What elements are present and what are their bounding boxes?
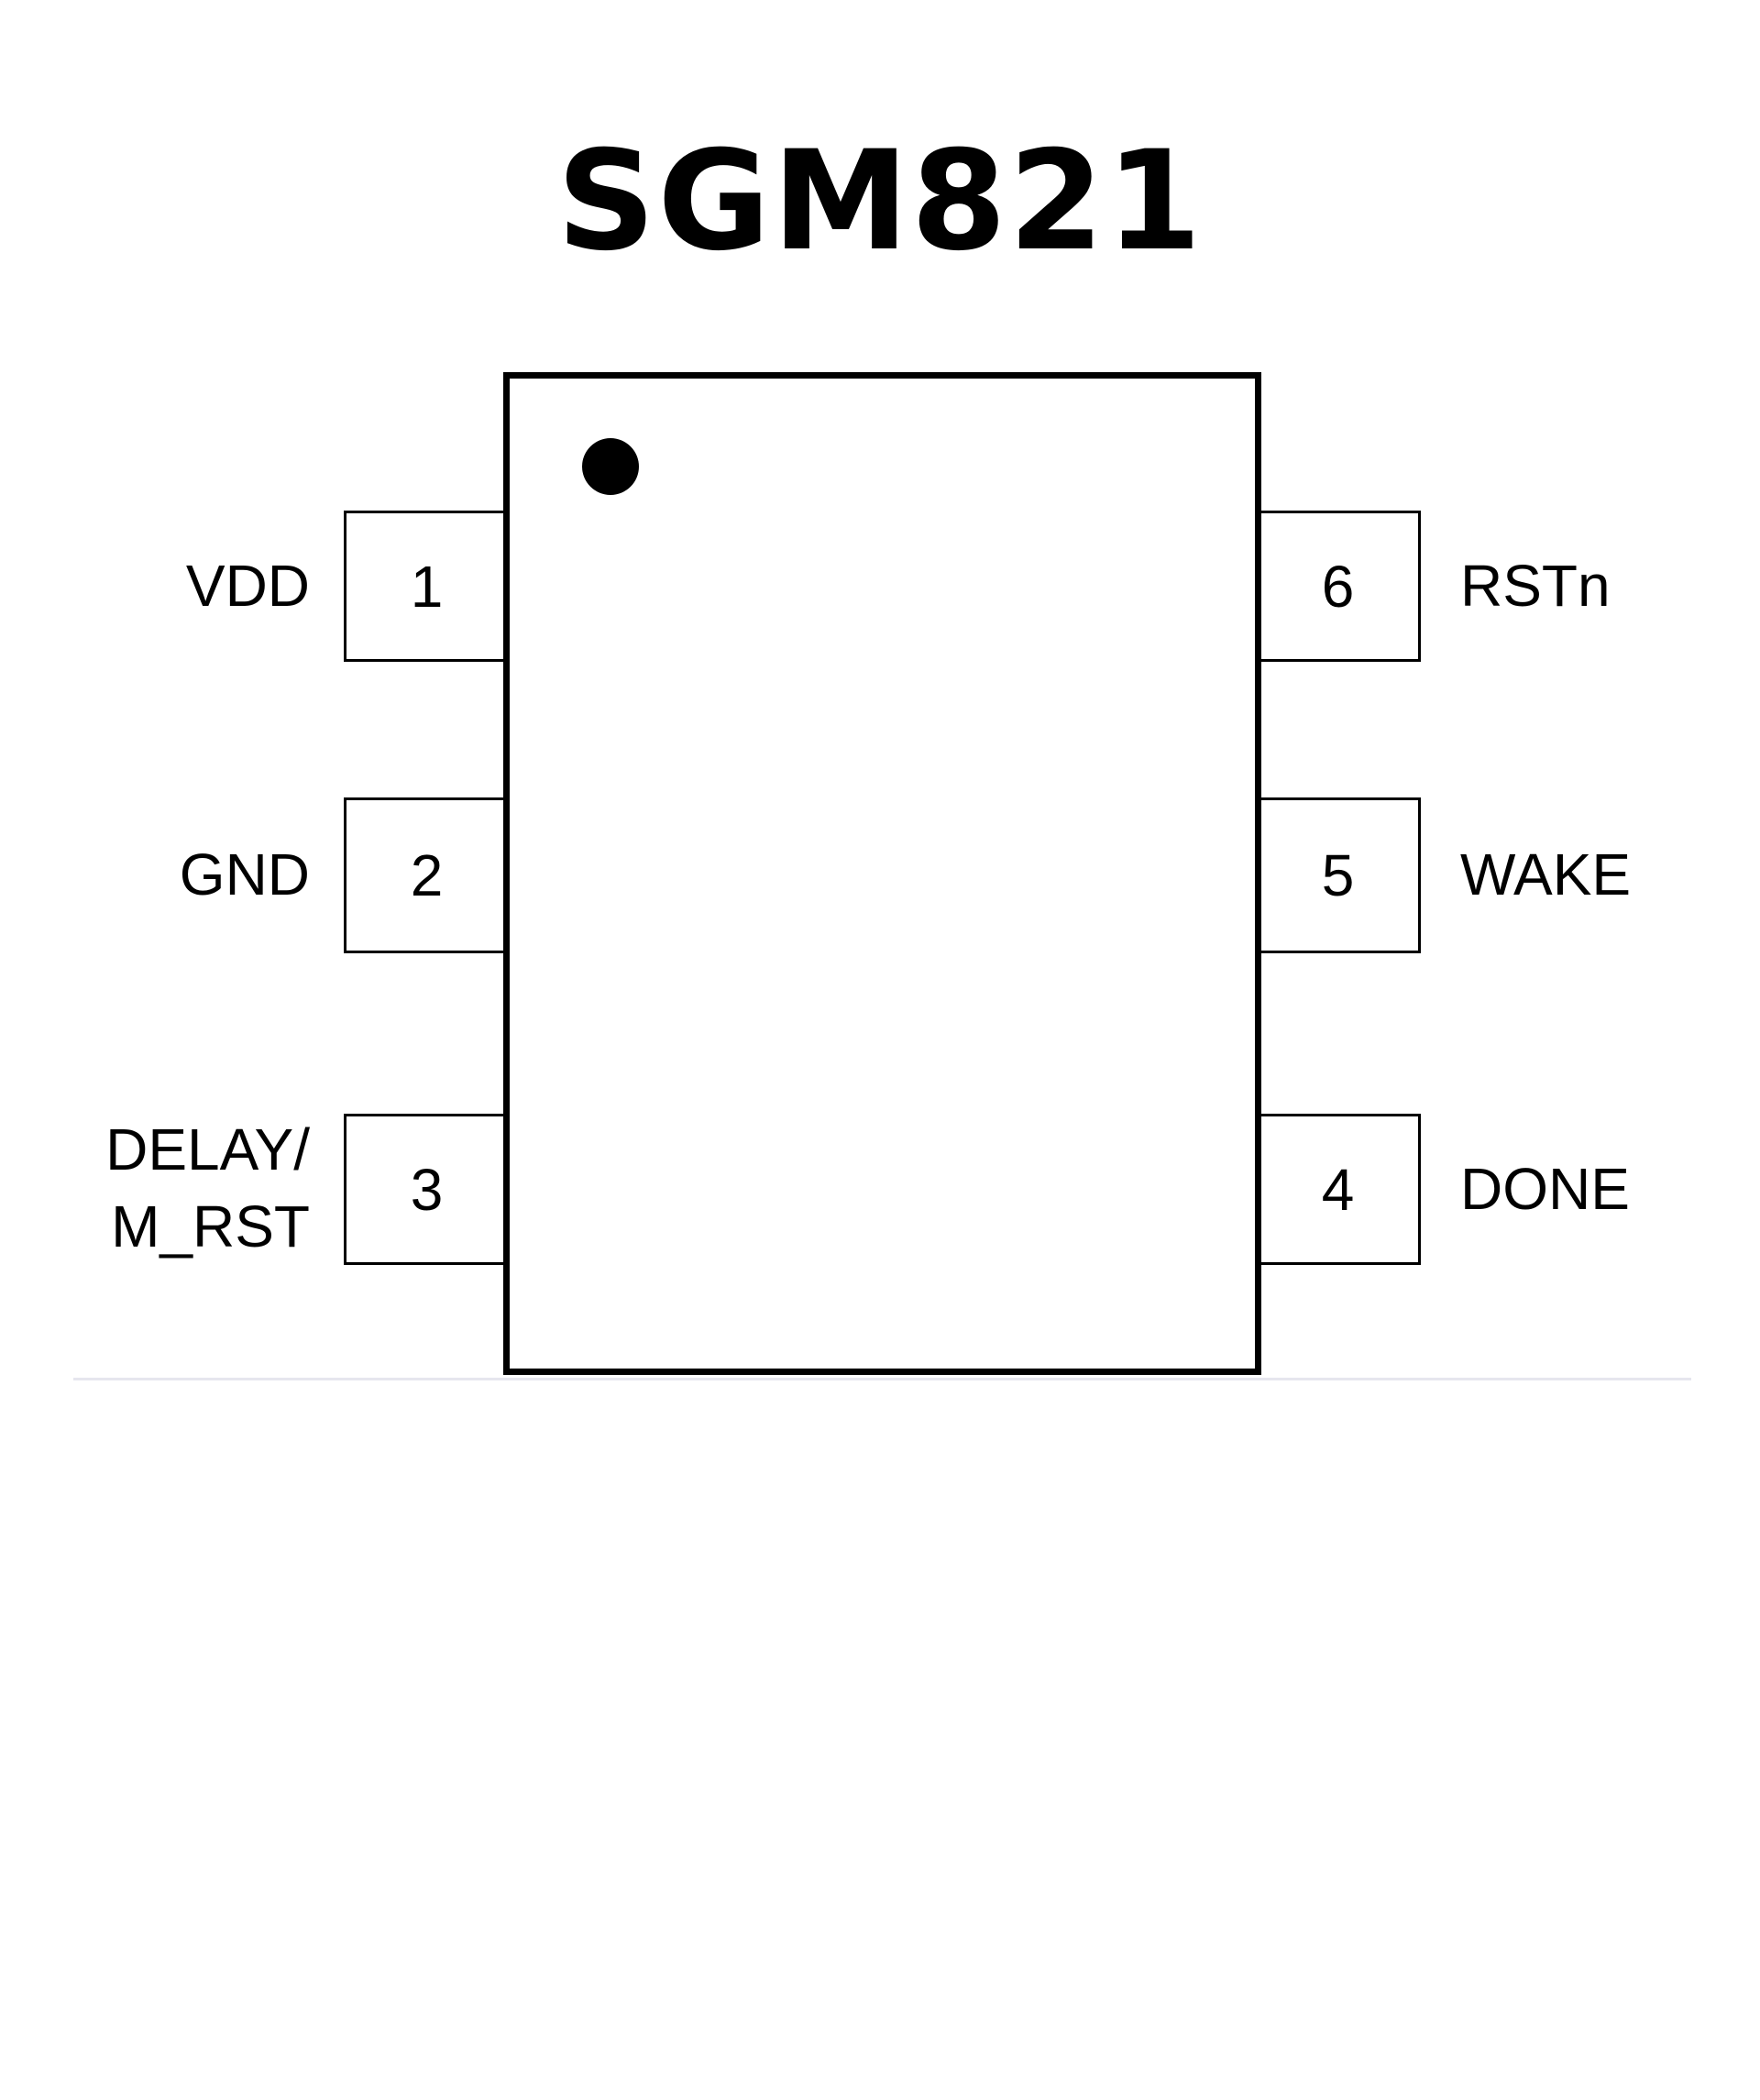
chip-body xyxy=(503,372,1261,1375)
pin-3-pad: 3 xyxy=(344,1114,507,1265)
pin1-indicator-dot-icon xyxy=(582,438,639,495)
pin-2-label: GND xyxy=(179,841,310,907)
pin-4-number: 4 xyxy=(1321,1156,1355,1223)
pin-6-label: RSTn xyxy=(1460,553,1611,619)
pin-4-label: DONE xyxy=(1460,1156,1630,1222)
pin-1-label: VDD xyxy=(185,553,310,619)
pin-5-number: 5 xyxy=(1321,842,1355,908)
pin-2-number: 2 xyxy=(410,842,444,908)
separator-line xyxy=(73,1378,1691,1380)
pin-1-pad: 1 xyxy=(344,511,507,662)
pin-5-label: WAKE xyxy=(1460,841,1632,907)
pin-6-number: 6 xyxy=(1321,553,1355,620)
pin-6-pad: 6 xyxy=(1258,511,1421,662)
pin-3-label: DELAY/ M_RST xyxy=(105,1116,310,1259)
pin-3-number: 3 xyxy=(410,1156,444,1223)
pin-4-pad: 4 xyxy=(1258,1114,1421,1265)
pin-5-pad: 5 xyxy=(1258,797,1421,953)
pin-1-number: 1 xyxy=(410,553,444,620)
chip-title: SGM821 xyxy=(556,122,1204,281)
pin-2-pad: 2 xyxy=(344,797,507,953)
